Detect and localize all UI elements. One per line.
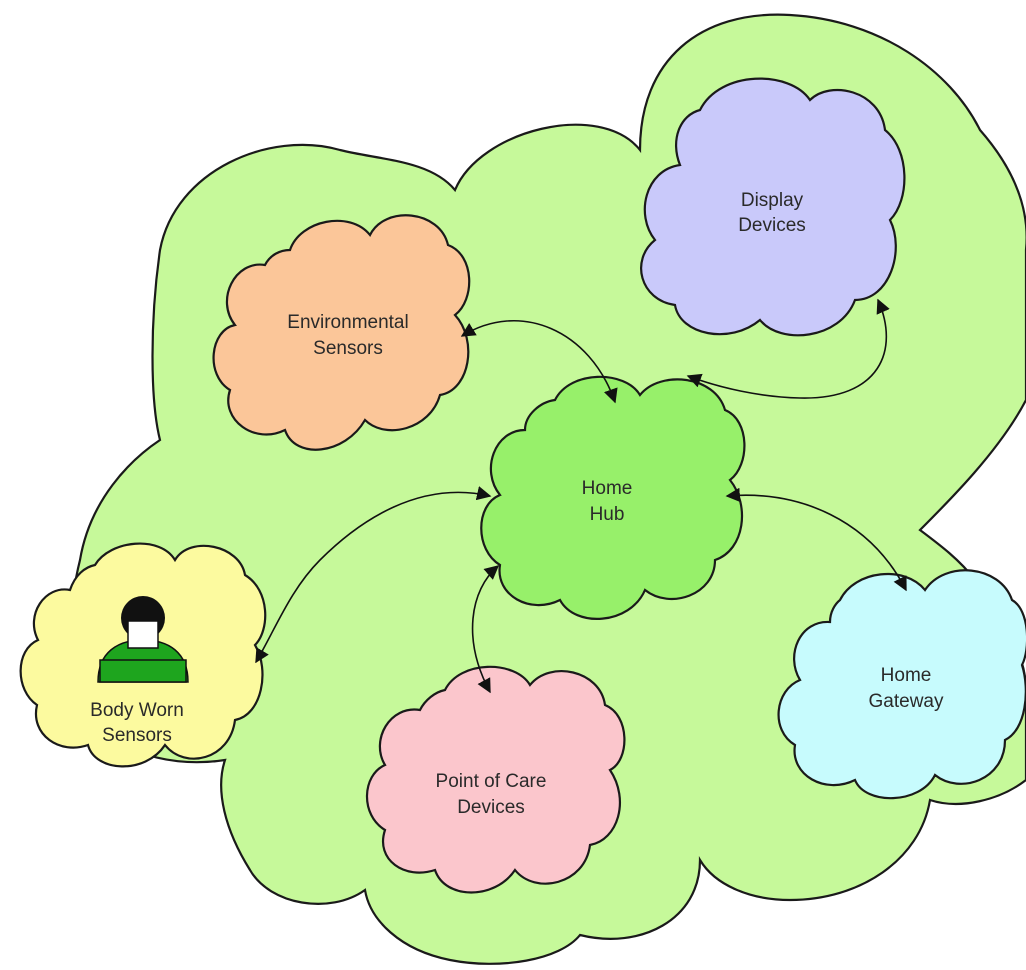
home-hub-label-1: Home [582, 478, 633, 499]
home-gateway-label-2: Gateway [869, 691, 944, 712]
point-of-care-label-1: Point of Care [436, 771, 547, 792]
connector-body-hub [255, 486, 492, 664]
display-devices-label-1: Display [741, 190, 804, 211]
environmental-sensors-cloud [212, 214, 471, 451]
person-icon [97, 596, 189, 683]
home-gateway-cloud [777, 569, 1026, 800]
environmental-sensors-label-1: Environmental [287, 312, 408, 333]
home-gateway-label-1: Home [881, 665, 932, 686]
body-worn-sensors-label-2: Sensors [102, 725, 172, 746]
point-of-care-cloud [365, 665, 626, 894]
connector-display-hub [686, 298, 890, 399]
point-of-care-label-2: Devices [457, 797, 525, 818]
connector-gateway-hub [725, 487, 907, 592]
body-worn-sensors-label-1: Body Worn [90, 700, 184, 721]
connector-care-hub [471, 565, 500, 694]
environmental-sensors-label-2: Sensors [313, 338, 383, 359]
home-hub-label-2: Hub [590, 504, 625, 525]
connector-environmental-hub [460, 320, 618, 404]
display-devices-label-2: Devices [738, 215, 806, 236]
